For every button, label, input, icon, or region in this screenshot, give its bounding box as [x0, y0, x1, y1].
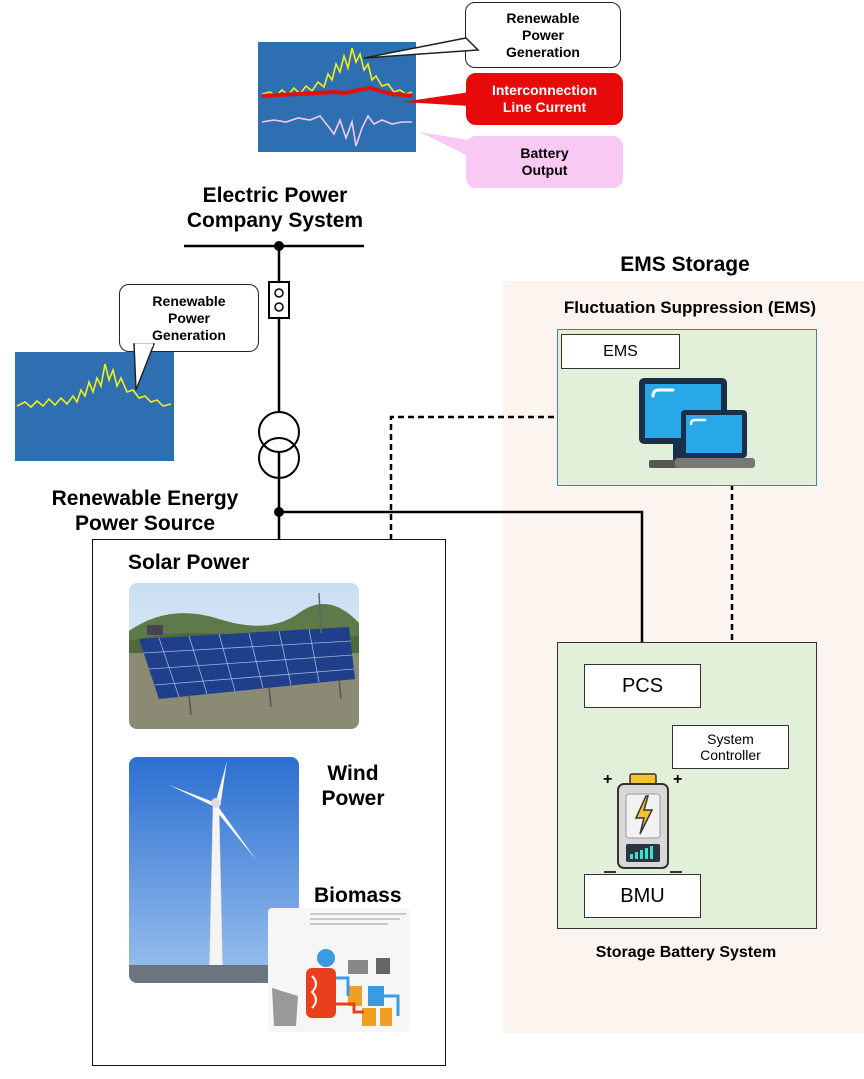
- left-renewable-curve: [16, 363, 172, 409]
- renewable-source-title: Renewable Energy Power Source: [51, 487, 239, 535]
- callout-pointer-battery: [420, 132, 468, 156]
- battery-output-curve: [261, 114, 412, 147]
- transformer-lower: [258, 437, 300, 479]
- callout-pointer-renewable: [363, 37, 480, 59]
- transformer-upper: [258, 411, 300, 453]
- computer-icon: [639, 378, 755, 468]
- callout-pointer-interconnection: [402, 92, 470, 106]
- storage-feeder: [279, 510, 644, 664]
- storage-battery-system-label: Storage Battery System: [595, 944, 777, 961]
- callout-battery: Battery Output: [466, 136, 623, 188]
- bmu-label: BMU: [584, 874, 701, 918]
- wind-photo: [129, 757, 299, 983]
- top-power-chart: [258, 42, 416, 152]
- callout-pointer-left: [133, 343, 156, 391]
- battery-icon: + +: [603, 771, 682, 873]
- ems-storage-title: EMS Storage: [620, 253, 750, 276]
- ems-signal-line: [389, 415, 557, 540]
- fluctuation-suppression-title: Fluctuation Suppression (EMS): [563, 298, 817, 317]
- biomass-image: [268, 908, 410, 1032]
- ems-label: EMS: [561, 334, 680, 369]
- system-controller-label: System Controller: [672, 725, 789, 769]
- callout-interconnection: Interconnection Line Current: [466, 73, 623, 125]
- interconnection-current-curve: [261, 85, 413, 98]
- svg-text:+: +: [603, 771, 612, 788]
- solar-photo: [129, 583, 359, 729]
- renewable-generation-curve: [261, 47, 413, 98]
- breaker: [268, 281, 290, 319]
- callout-renewable-left: Renewable Power Generation: [119, 284, 259, 352]
- left-power-chart: [15, 352, 174, 461]
- pcs-label: PCS: [584, 664, 701, 708]
- biomass-label: Biomass: [314, 884, 402, 907]
- grid-title: Electric Power Company System: [186, 184, 364, 232]
- solar-label: Solar Power: [128, 551, 250, 574]
- wind-label: Wind Power: [321, 762, 385, 810]
- callout-renewable-top: Renewable Power Generation: [465, 2, 621, 68]
- svg-text:+: +: [673, 771, 682, 788]
